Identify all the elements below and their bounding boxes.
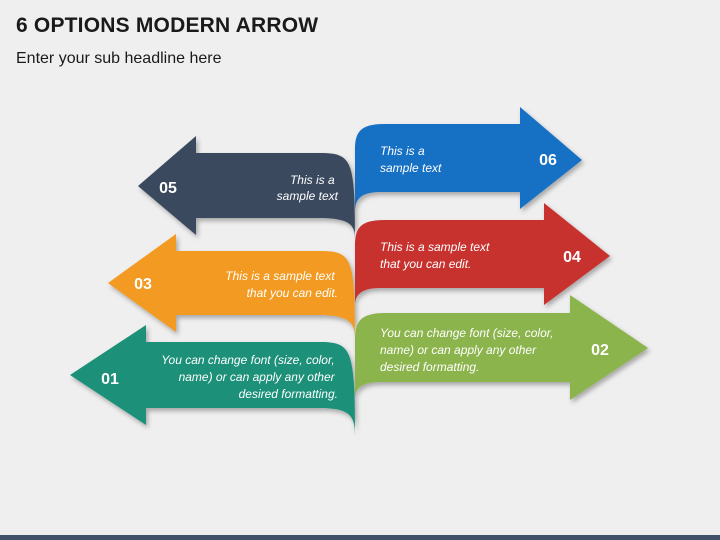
arrow-04-text-line: This is a sample text (380, 240, 490, 254)
arrow-02-text-line: desired formatting. (380, 360, 479, 374)
arrow-03: 03 This is a sample text that you can ed… (108, 234, 355, 338)
arrow-03-shape (108, 234, 355, 338)
arrow-06-number: 06 (539, 152, 557, 169)
arrow-06-shape (355, 107, 582, 212)
arrow-01-text-line: You can change font (size, color, (161, 353, 334, 367)
arrow-03-number: 03 (134, 276, 152, 293)
arrow-04-shape (355, 203, 610, 305)
arrow-01-text-line: desired formatting. (239, 387, 338, 401)
arrow-02-text-line: name) or can apply any other (380, 343, 537, 357)
arrow-01: 01 You can change font (size, color, nam… (70, 325, 355, 435)
arrow-06-text-line: sample text (380, 161, 442, 175)
arrow-02-text: You can change font (size, color, name) … (380, 326, 557, 374)
arrow-06: 06 This is a sample text (355, 107, 582, 212)
arrow-04-text: This is a sample text that you can edit. (380, 240, 493, 271)
arrow-06-text-line: This is a (380, 144, 425, 158)
arrow-02-shape (355, 295, 648, 400)
arrow-05-text-line: This is a (290, 173, 335, 187)
arrow-02-number: 02 (591, 342, 609, 359)
arrow-02-text-line: You can change font (size, color, (380, 326, 553, 340)
arrow-03-text: This is a sample text that you can edit. (225, 269, 338, 300)
arrow-03-text-line: This is a sample text (225, 269, 335, 283)
arrow-04-number: 04 (563, 249, 581, 266)
arrow-06-text: This is a sample text (380, 144, 442, 175)
arrow-05: 05 This is a sample text (138, 136, 355, 238)
arrow-04-text-line: that you can edit. (380, 257, 471, 271)
arrow-01-text: You can change font (size, color, name) … (161, 353, 338, 401)
arrow-05-text-line: sample text (277, 189, 339, 203)
slide-subtitle: Enter your sub headline here (16, 50, 222, 67)
bottom-bar (0, 535, 720, 540)
arrow-05-number: 05 (159, 180, 177, 197)
arrow-04: 04 This is a sample text that you can ed… (355, 203, 610, 305)
arrow-01-shape (70, 325, 355, 435)
arrow-01-number: 01 (101, 371, 119, 388)
arrow-05-shape (138, 136, 355, 238)
arrow-05-text: This is a sample text (277, 173, 339, 203)
arrow-01-text-line: name) or can apply any other (179, 370, 336, 384)
arrow-03-text-line: that you can edit. (247, 286, 338, 300)
slide-title: 6 OPTIONS MODERN ARROW (16, 14, 319, 37)
arrow-02: 02 You can change font (size, color, nam… (355, 295, 648, 400)
